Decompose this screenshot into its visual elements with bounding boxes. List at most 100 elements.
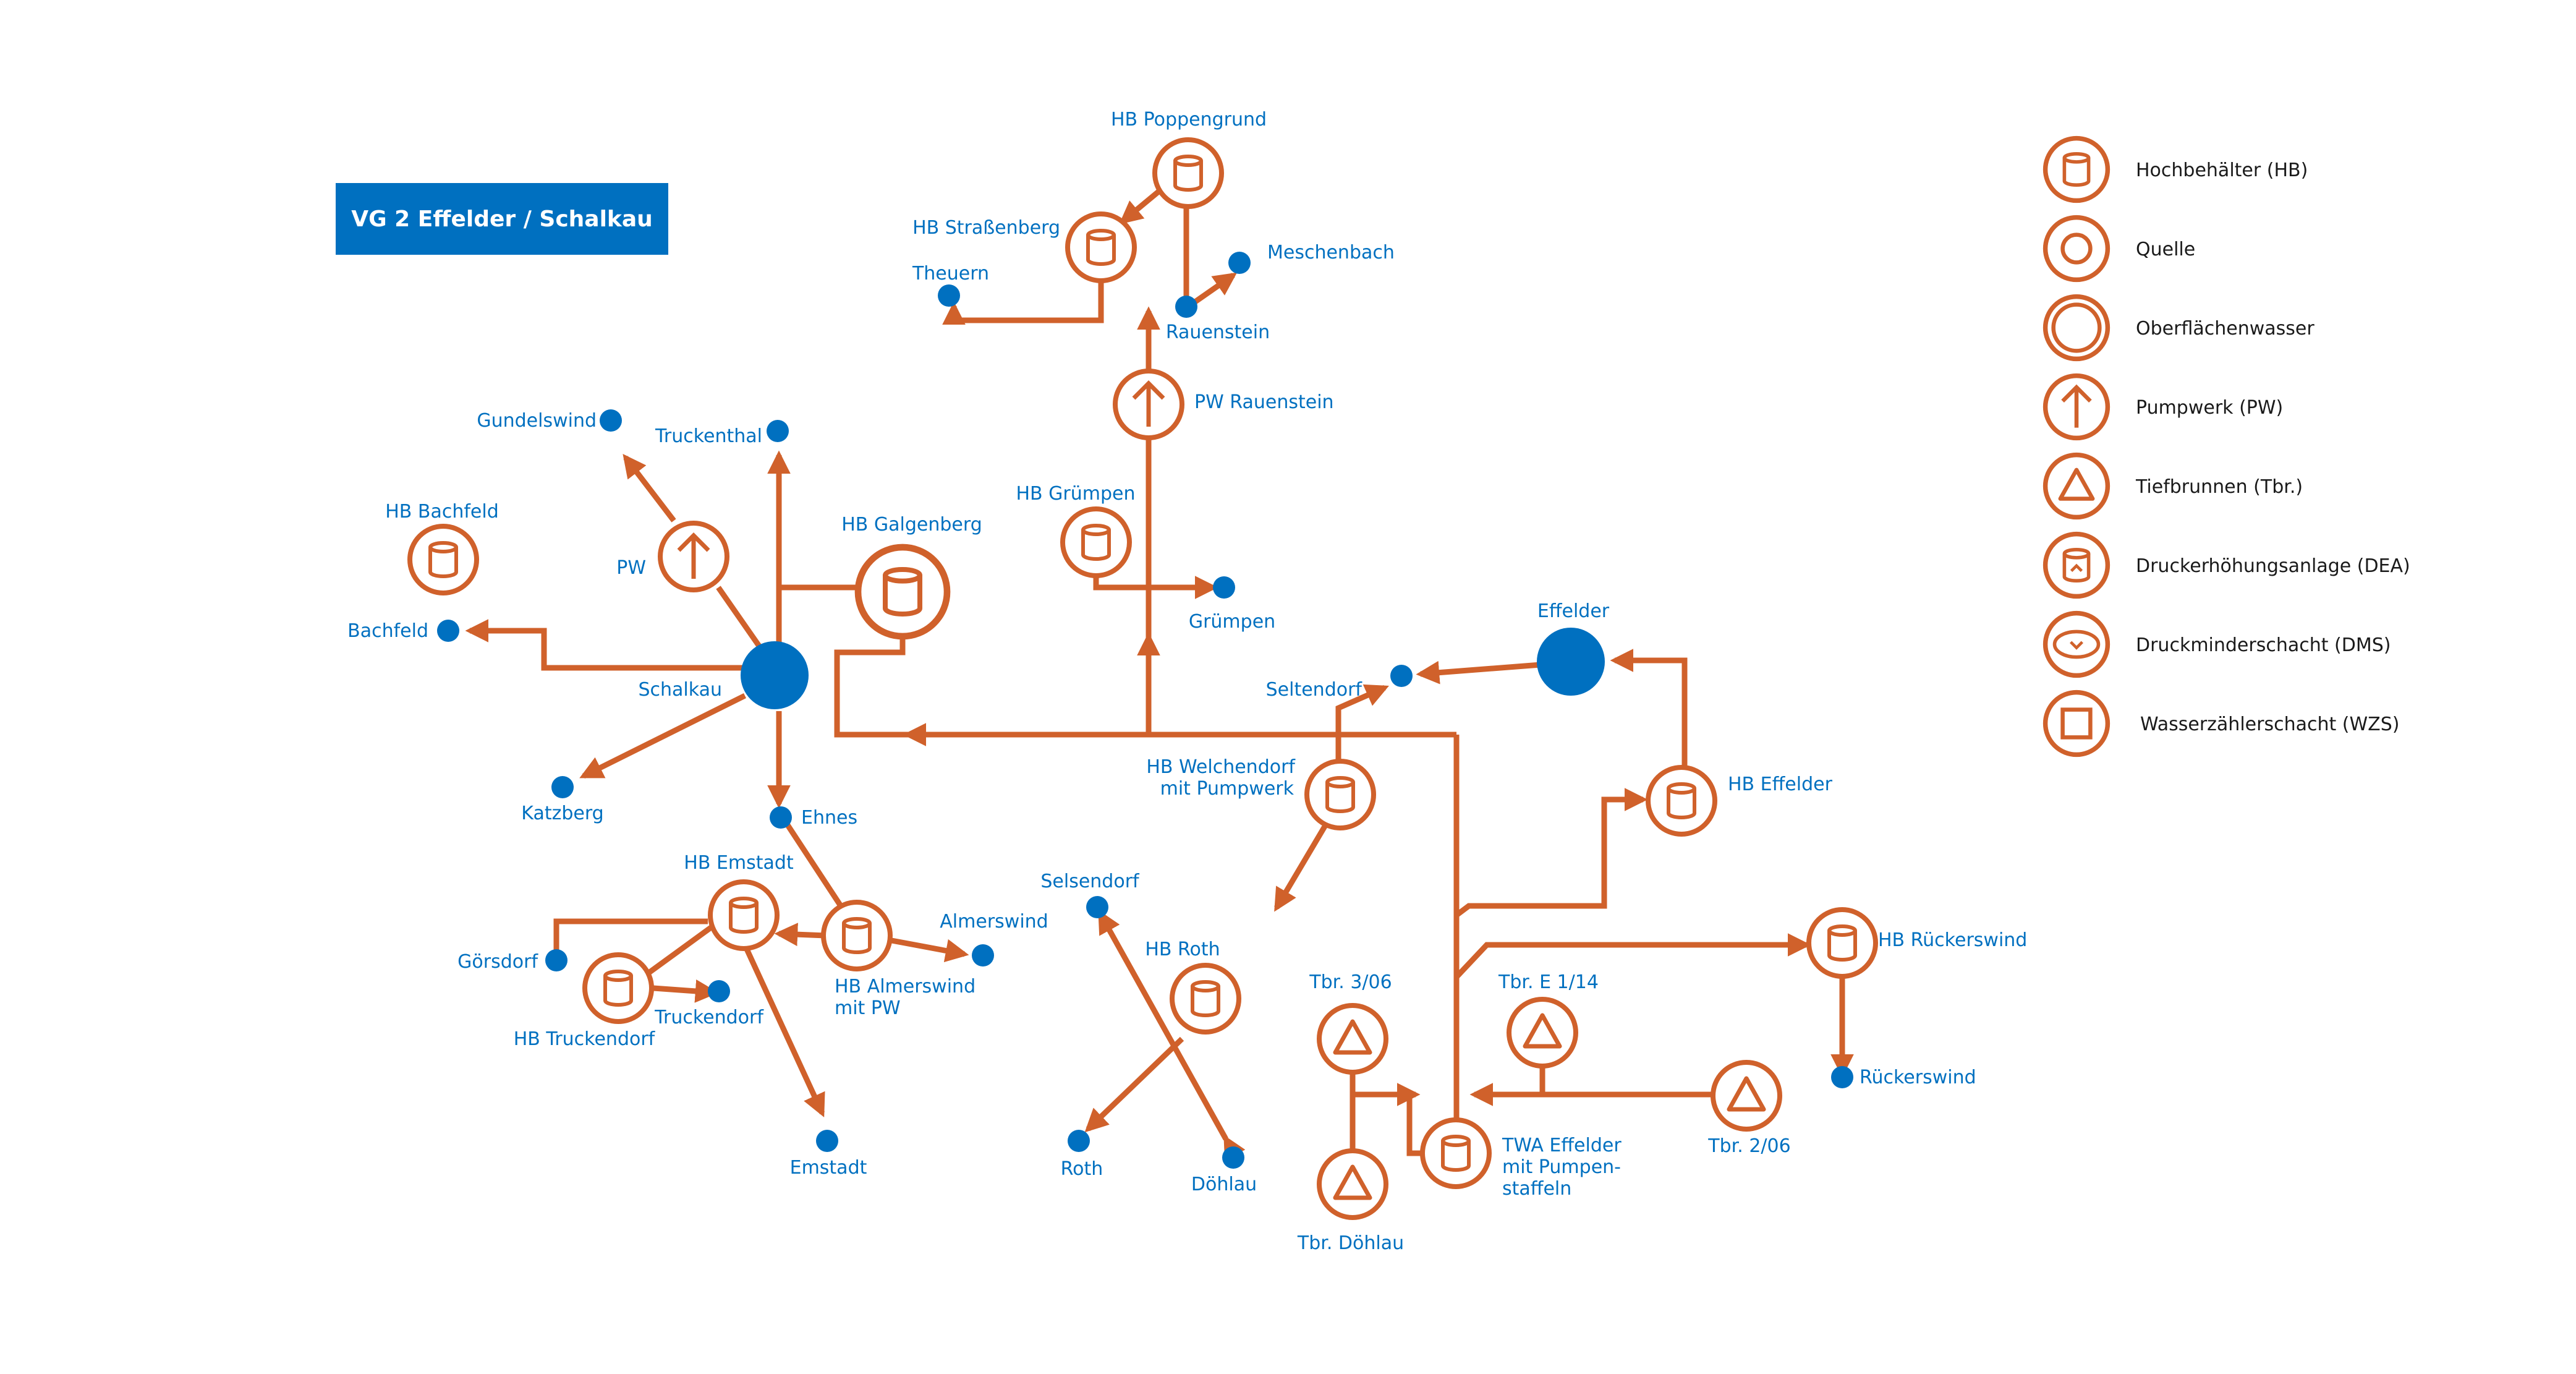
hb-almerswind-tank-icon (823, 902, 890, 969)
pipe-emstadt-down (744, 948, 825, 1117)
label-truckendorf: Truckendorf (654, 1007, 764, 1028)
pipe-emstadt-goersdorf (553, 918, 708, 962)
pipe-truckendorf-dot (653, 979, 719, 1003)
tbr-e-1-14-well-icon (1509, 999, 1576, 1066)
facilities (410, 140, 1876, 1218)
place-dot-goersdorf (545, 949, 567, 971)
legend-label: Pumpwerk (PW) (2136, 397, 2283, 419)
label-hb-poppengrund: HB Poppengrund (1111, 109, 1267, 130)
pipe-strassenberg-theuern (942, 275, 1104, 325)
label-goersdorf: Görsdorf (457, 951, 538, 973)
hb-truckendorf-tank-icon (585, 955, 652, 1022)
legend-label: Wasserzählerschacht (WZS) (2140, 714, 2399, 735)
place-dot-emstadt (816, 1130, 838, 1152)
label-effelder: Effelder (1537, 600, 1610, 622)
label-seltendorf: Seltendorf (1266, 679, 1363, 701)
hb-gruempen-tank-icon (1063, 509, 1129, 576)
pipe-twa-effelder (1455, 788, 1648, 918)
label-hb-welchendorf-2: mit Pumpwerk (1160, 778, 1294, 800)
place-dot-rueckerswind (1831, 1066, 1853, 1088)
hb-roth-tank-icon (1172, 965, 1239, 1032)
pipe-schalkau-pw (716, 586, 769, 659)
label-twa-3: staffeln (1502, 1178, 1571, 1200)
legend-pump-icon (2046, 376, 2108, 438)
hb-rueckerswind-tank-icon (1809, 910, 1876, 976)
legend-label: Hochbehälter (HB) (2136, 160, 2308, 181)
label-hb-emstadt: HB Emstadt (684, 852, 794, 874)
title-box: VG 2 Effelder / Schalkau (336, 183, 668, 255)
tbr-3-06-well-icon (1319, 1005, 1386, 1072)
label-tbr-e-1-14: Tbr. E 1/14 (1498, 971, 1599, 993)
label-bachfeld: Bachfeld (347, 620, 428, 642)
label-truckenthal: Truckenthal (655, 425, 762, 447)
label-hb-effelder: HB Effelder (1728, 774, 1833, 795)
legend-label: Oberflächenwasser (2136, 318, 2315, 339)
hb-galgenberg-tank-icon (858, 547, 947, 636)
label-twa-2: mit Pumpen- (1502, 1156, 1621, 1178)
legend: Hochbehälter (HB) Quelle Oberflächenwass… (2046, 139, 2410, 755)
place-dot-gruempen (1213, 576, 1235, 599)
labels: HB Poppengrund HB Straßenberg Theuern Me… (347, 109, 2027, 1254)
pipe-pw-gundelswind (623, 453, 676, 523)
pipe-schalkau-katzberg (579, 693, 747, 779)
tbr-doehlau-well-icon (1319, 1151, 1386, 1218)
legend-label: Druckminderschacht (DMS) (2136, 634, 2391, 656)
pipe-welchendorf-roth (1274, 822, 1328, 912)
label-rauenstein: Rauenstein (1166, 322, 1270, 343)
label-tbr-doehlau: Tbr. Döhlau (1297, 1232, 1404, 1254)
tbr-2-06-well-icon (1713, 1062, 1780, 1129)
legend-label: Quelle (2136, 239, 2195, 260)
pw-schalkau-pump-icon (660, 523, 727, 590)
place-dot-doehlau (1222, 1146, 1244, 1169)
pipe-ehnes-almerswind (781, 817, 843, 908)
label-hb-bachfeld: HB Bachfeld (385, 501, 499, 523)
label-doehlau: Döhlau (1191, 1174, 1257, 1195)
place-dot-katzberg (551, 776, 574, 798)
label-pw: PW (616, 557, 646, 579)
place-dot-seltendorf (1390, 665, 1413, 687)
hb-poppengrund-tank-icon (1155, 140, 1222, 207)
label-hb-galgenberg: HB Galgenberg (841, 514, 982, 536)
legend-booster-icon (2046, 534, 2108, 597)
place-dot-truckenthal (767, 420, 789, 442)
label-tbr-2-06: Tbr. 2/06 (1707, 1135, 1790, 1157)
label-hb-roth: HB Roth (1145, 939, 1220, 960)
hb-effelder-tank-icon (1648, 767, 1715, 834)
pipe-roth-roth (1084, 1036, 1184, 1133)
label-hb-rueckerswind: HB Rückerswind (1878, 929, 2027, 951)
legend-label: Druckerhöhungsanlage (DEA) (2136, 555, 2410, 577)
place-dot-roth (1068, 1130, 1090, 1152)
hb-welchendorf-tank-icon (1307, 761, 1374, 828)
place-dot-meschenbach (1228, 252, 1251, 274)
label-hb-strassenberg: HB Straßenberg (912, 217, 1060, 239)
place-dot-bachfeld (437, 620, 459, 642)
pipe-almerswind-dot (888, 937, 969, 963)
place-dot-rauenstein (1175, 296, 1197, 318)
place-dot-gundelswind (600, 409, 622, 432)
label-hb-almerswind-2: mit PW (835, 997, 901, 1019)
label-pw-rauenstein: PW Rauenstein (1194, 391, 1334, 413)
label-ehnes: Ehnes (801, 807, 857, 829)
legend-pressure-reducer-icon (2046, 613, 2108, 676)
label-roth: Roth (1061, 1158, 1103, 1180)
diagram-title: VG 2 Effelder / Schalkau (351, 206, 653, 232)
label-twa-1: TWA Effelder (1502, 1135, 1622, 1156)
legend-tank-icon (2046, 139, 2108, 201)
pipe-main-horizontal-end (834, 623, 915, 738)
label-hb-gruempen: HB Grümpen (1016, 483, 1135, 505)
hb-emstadt-tank-icon (710, 882, 777, 949)
legend-well-icon (2046, 455, 2108, 518)
pipe-almerswind-emstadt (774, 923, 827, 947)
place-dot-selsendorf (1086, 896, 1108, 918)
pipe-hb-effelder-up (1610, 649, 1688, 767)
hb-strassenberg-tank-icon (1068, 214, 1134, 281)
place-dot-schalkau (741, 641, 809, 709)
pipe-twa-rueckerswind (1454, 933, 1811, 979)
label-selsendorf: Selsendorf (1040, 871, 1140, 892)
label-schalkau: Schalkau (638, 679, 722, 701)
pipe-network (465, 183, 1854, 1169)
label-hb-truckendorf: HB Truckendorf (514, 1028, 656, 1050)
legend-surface-water-icon (2046, 297, 2108, 359)
pipe-schalkau-bachfeld (465, 619, 747, 671)
